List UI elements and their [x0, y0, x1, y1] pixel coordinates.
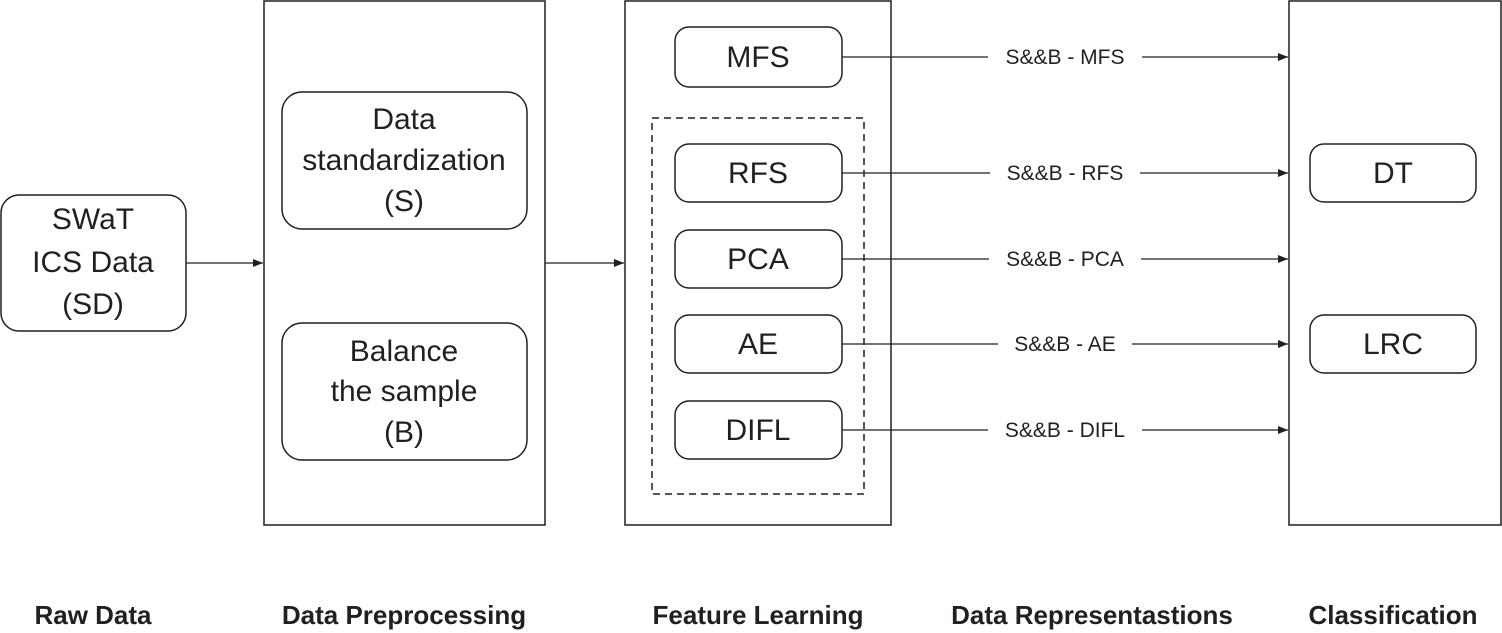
rfs-box: RFS: [674, 143, 843, 203]
representation-mfs-bg: [988, 44, 1142, 70]
classification-panel: [1288, 0, 1502, 526]
standardization-line-3: (S): [384, 185, 424, 218]
feature-learning-dashed-group: [651, 117, 865, 495]
mfs-label: MFS: [726, 41, 789, 74]
raw-data-line-1: SWaT: [52, 203, 134, 236]
column-label-raw-data: Raw Data: [34, 600, 152, 630]
pca-label: PCA: [727, 243, 789, 276]
representation-rfs-bg: [990, 160, 1140, 186]
balance-line-1: Balance: [350, 335, 458, 368]
mfs-box: MFS: [674, 26, 843, 88]
raw-data-line-3: (SD): [62, 288, 124, 321]
column-label-data-preprocessing: Data Preprocessing: [282, 600, 526, 630]
ae-box: AE: [674, 314, 843, 374]
lrc-box: LRC: [1309, 314, 1477, 374]
lrc-label: LRC: [1363, 328, 1423, 361]
raw-data-line-2: ICS Data: [32, 246, 154, 279]
representation-pca: S&&B - PCA: [1006, 248, 1124, 271]
pca-box: PCA: [674, 229, 843, 289]
column-label-feature-learning: Feature Learning: [653, 600, 864, 630]
difl-box: DIFL: [674, 400, 843, 460]
standardization-line-2: standardization: [302, 144, 505, 177]
column-label-data-representations: Data Representastions: [951, 600, 1233, 630]
representation-ae-bg: [998, 331, 1132, 357]
balance-line-2: the sample: [331, 375, 478, 408]
representation-difl-bg: [988, 417, 1142, 443]
dt-box: DT: [1309, 143, 1477, 203]
column-label-classification: Classification: [1308, 600, 1477, 630]
standardization-line-1: Data: [372, 103, 436, 136]
balance-line-3: (B): [384, 416, 424, 449]
representation-rfs: S&&B - RFS: [1007, 162, 1124, 185]
raw-data-box: SWaT ICS Data (SD): [0, 194, 187, 332]
representation-pca-bg: [989, 246, 1141, 272]
representation-mfs: S&&B - MFS: [1005, 46, 1124, 69]
balance-box: Balance the sample (B): [281, 322, 528, 461]
dt-label: DT: [1373, 157, 1413, 190]
difl-label: DIFL: [725, 414, 790, 447]
representation-ae: S&&B - AE: [1014, 333, 1116, 356]
representation-difl: S&&B - DIFL: [1005, 419, 1125, 442]
ae-label: AE: [738, 328, 778, 361]
rfs-label: RFS: [728, 157, 788, 190]
standardization-box: Data standardization (S): [281, 91, 528, 230]
